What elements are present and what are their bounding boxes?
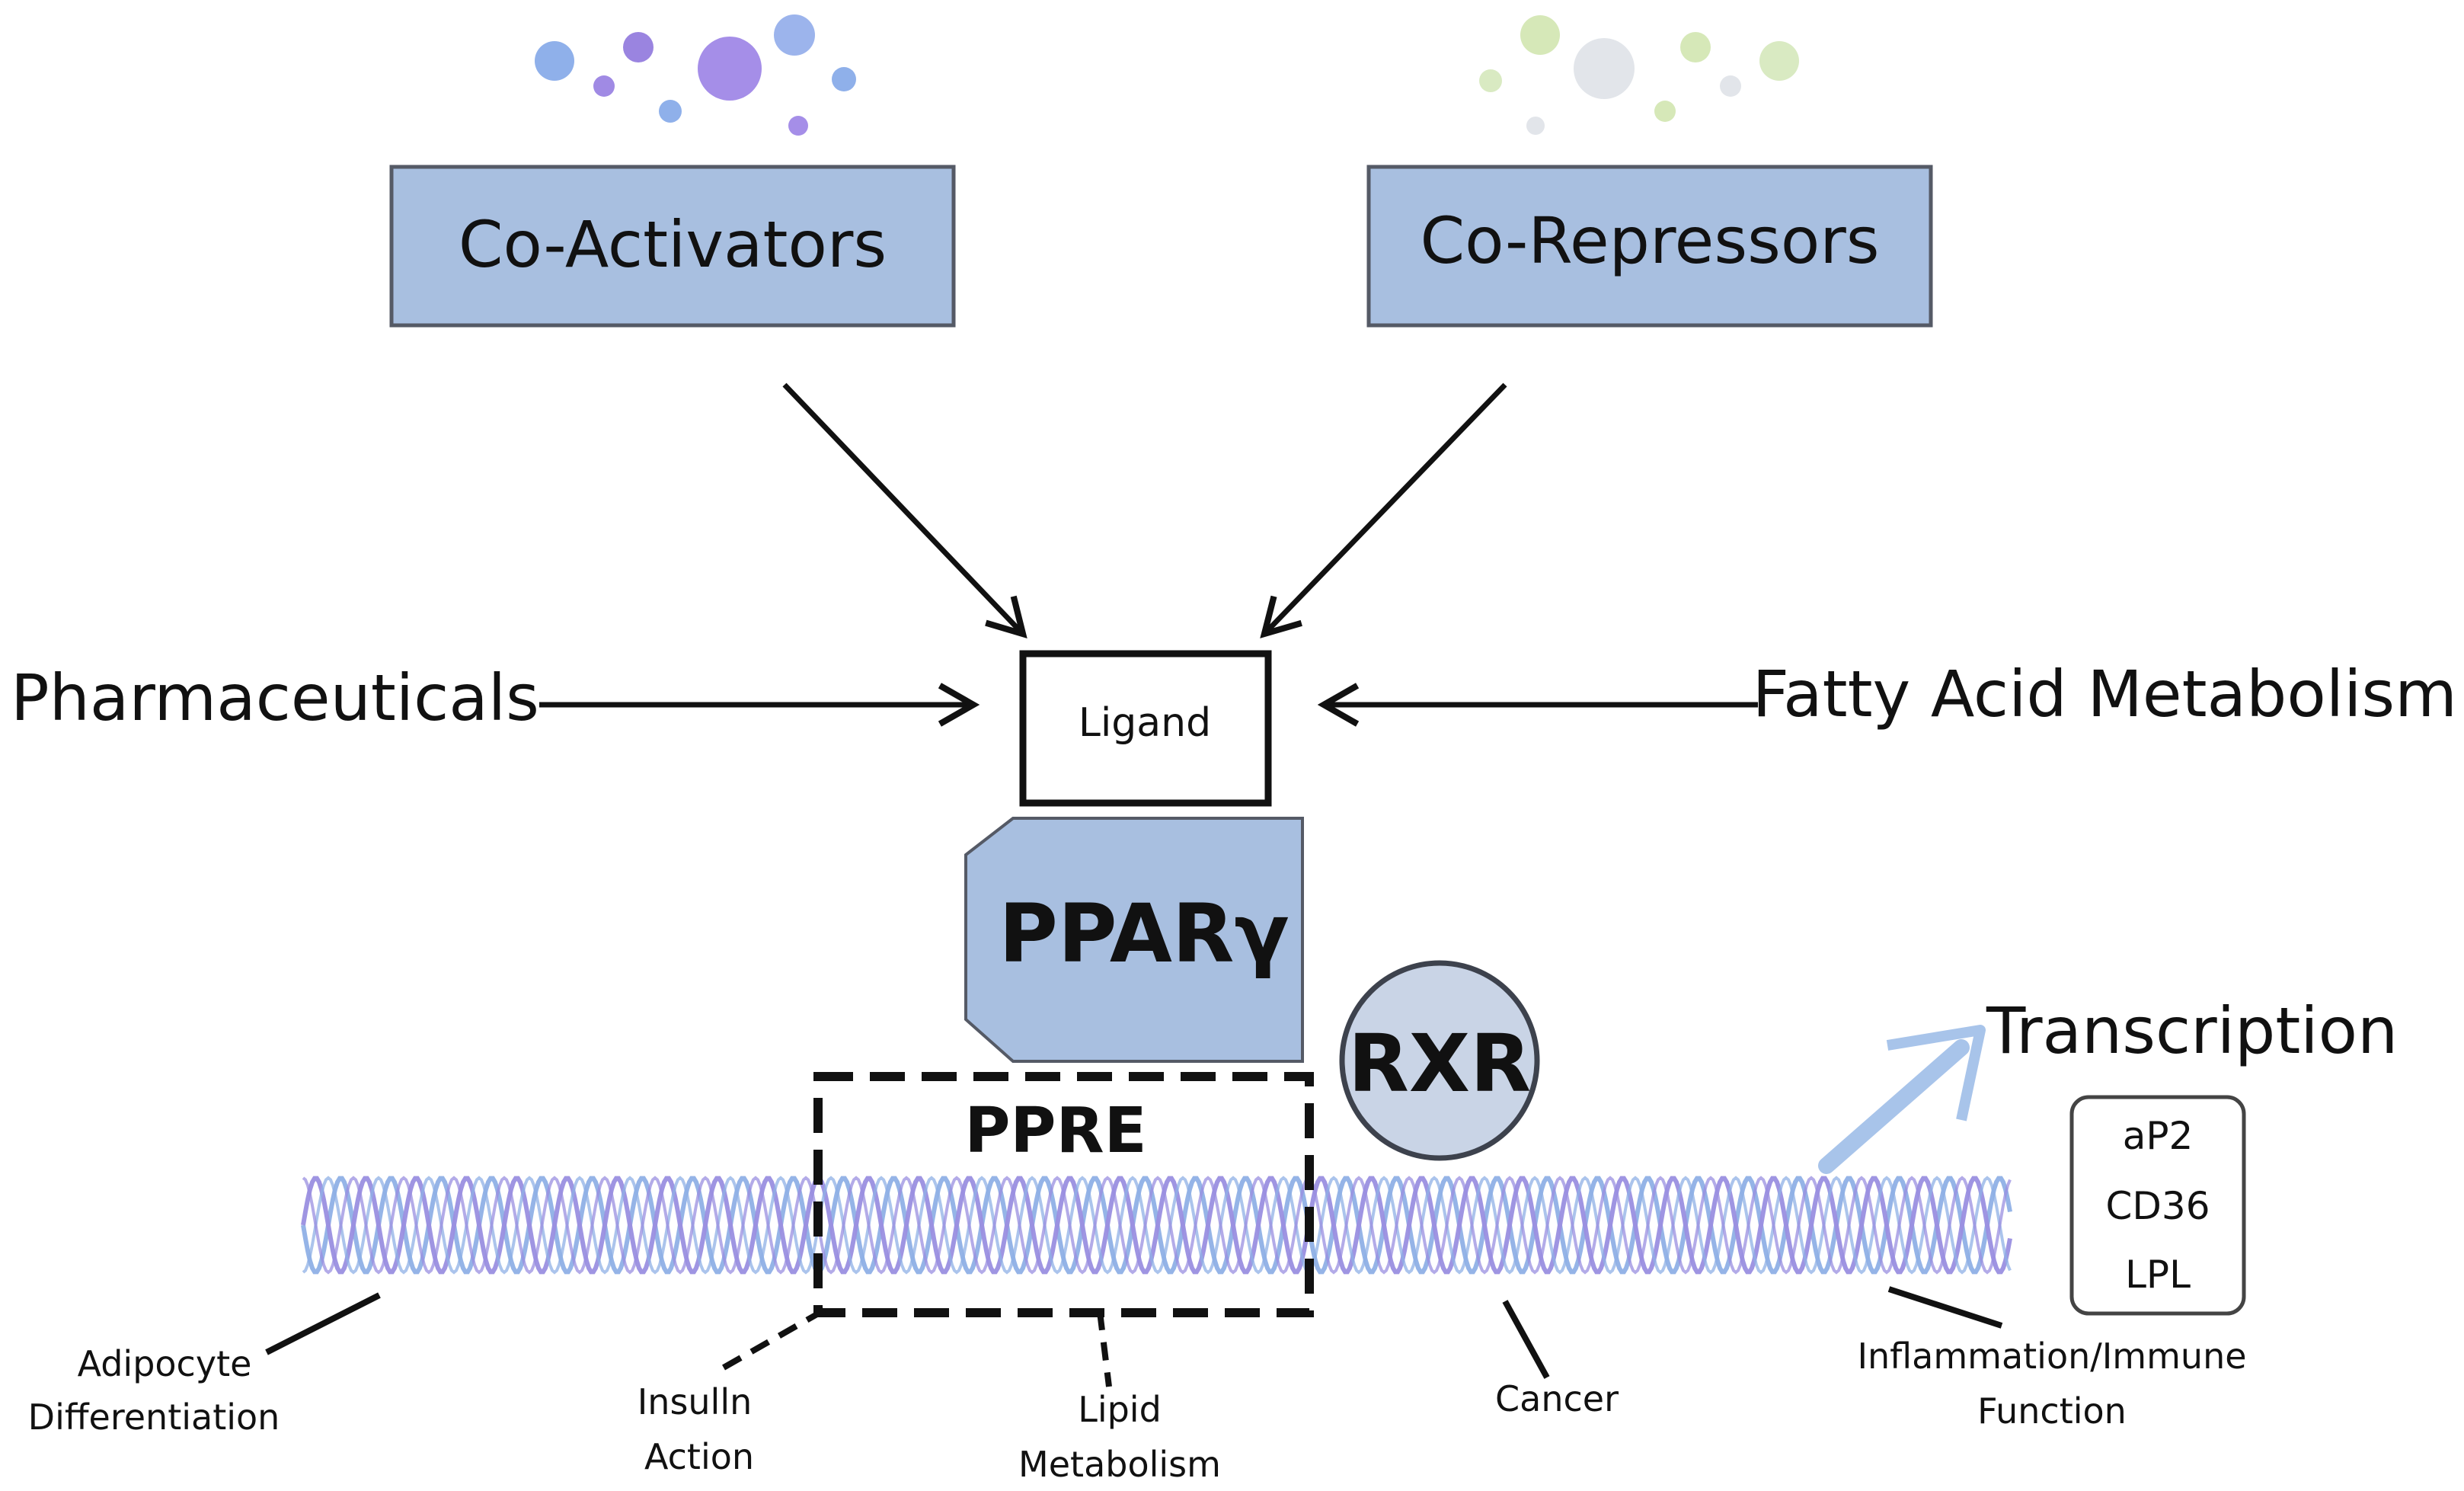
pharmaceuticals-label: Pharmaceuticals [11, 661, 539, 735]
corepressors-arrow [1260, 382, 1507, 638]
transcription-arrow [1818, 1025, 1986, 1174]
inflammation-connector [1887, 1286, 2003, 1329]
cancer-label: Cancer [1495, 1378, 1619, 1419]
transcription-label: Transcription [1986, 993, 2398, 1068]
adipocyte-label-line2: Differentiation [28, 1397, 280, 1438]
corepressor-dots [1479, 15, 1799, 135]
adipocyte-label-line1: Adipocyte [78, 1343, 252, 1384]
ppar-gamma-label: PPARγ [999, 887, 1290, 981]
inflammation-label-line2: Function [1977, 1390, 2127, 1432]
coactivators-box: Co-Activators [389, 165, 956, 328]
insulin-label-line1: Insulln [638, 1381, 753, 1422]
rxr-circle: RXR [1339, 960, 1540, 1161]
gene-ap2: aP2 [2123, 1114, 2194, 1158]
ppre-label: PPRE [964, 1095, 1146, 1167]
adipocyte-connector [265, 1292, 381, 1355]
corepressors-box: Co-Repressors [1366, 165, 1933, 328]
rxr-label: RXR [1348, 1017, 1531, 1110]
dna-strand [301, 1176, 2012, 1275]
ppre-box: PPRE [813, 1072, 1314, 1317]
gene-lpl: LPL [2125, 1253, 2191, 1297]
lipid-connector [1097, 1311, 1112, 1387]
coactivator-dots [535, 14, 856, 136]
insulin-connector [722, 1306, 828, 1371]
target-genes-box: aP2 CD36 LPL [2069, 1095, 2246, 1316]
coactivators-label: Co-Activators [459, 207, 887, 282]
lipid-label-line2: Metabolism [1018, 1444, 1221, 1485]
ligand-box: Ligand [1019, 650, 1272, 807]
ligand-label: Ligand [1079, 700, 1211, 746]
insulin-label-line2: Action [644, 1436, 754, 1477]
gene-cd36: CD36 [2105, 1184, 2210, 1228]
lipid-label-line1: Lipid [1078, 1389, 1162, 1430]
inflammation-label-line1: Inflammation/Immune [1857, 1336, 2246, 1377]
ppar-gamma-box: PPARγ [964, 817, 1304, 1063]
dna-helix [301, 1176, 2012, 1275]
corepressors-label: Co-Repressors [1420, 203, 1879, 278]
fatty-acid-metabolism-label: Fatty Acid Metabolism [1753, 657, 2457, 731]
dna-strand [302, 1176, 2012, 1275]
cancer-connector [1502, 1300, 1550, 1379]
dna-strand [302, 1176, 2012, 1275]
coactivators-arrow [782, 382, 1027, 638]
